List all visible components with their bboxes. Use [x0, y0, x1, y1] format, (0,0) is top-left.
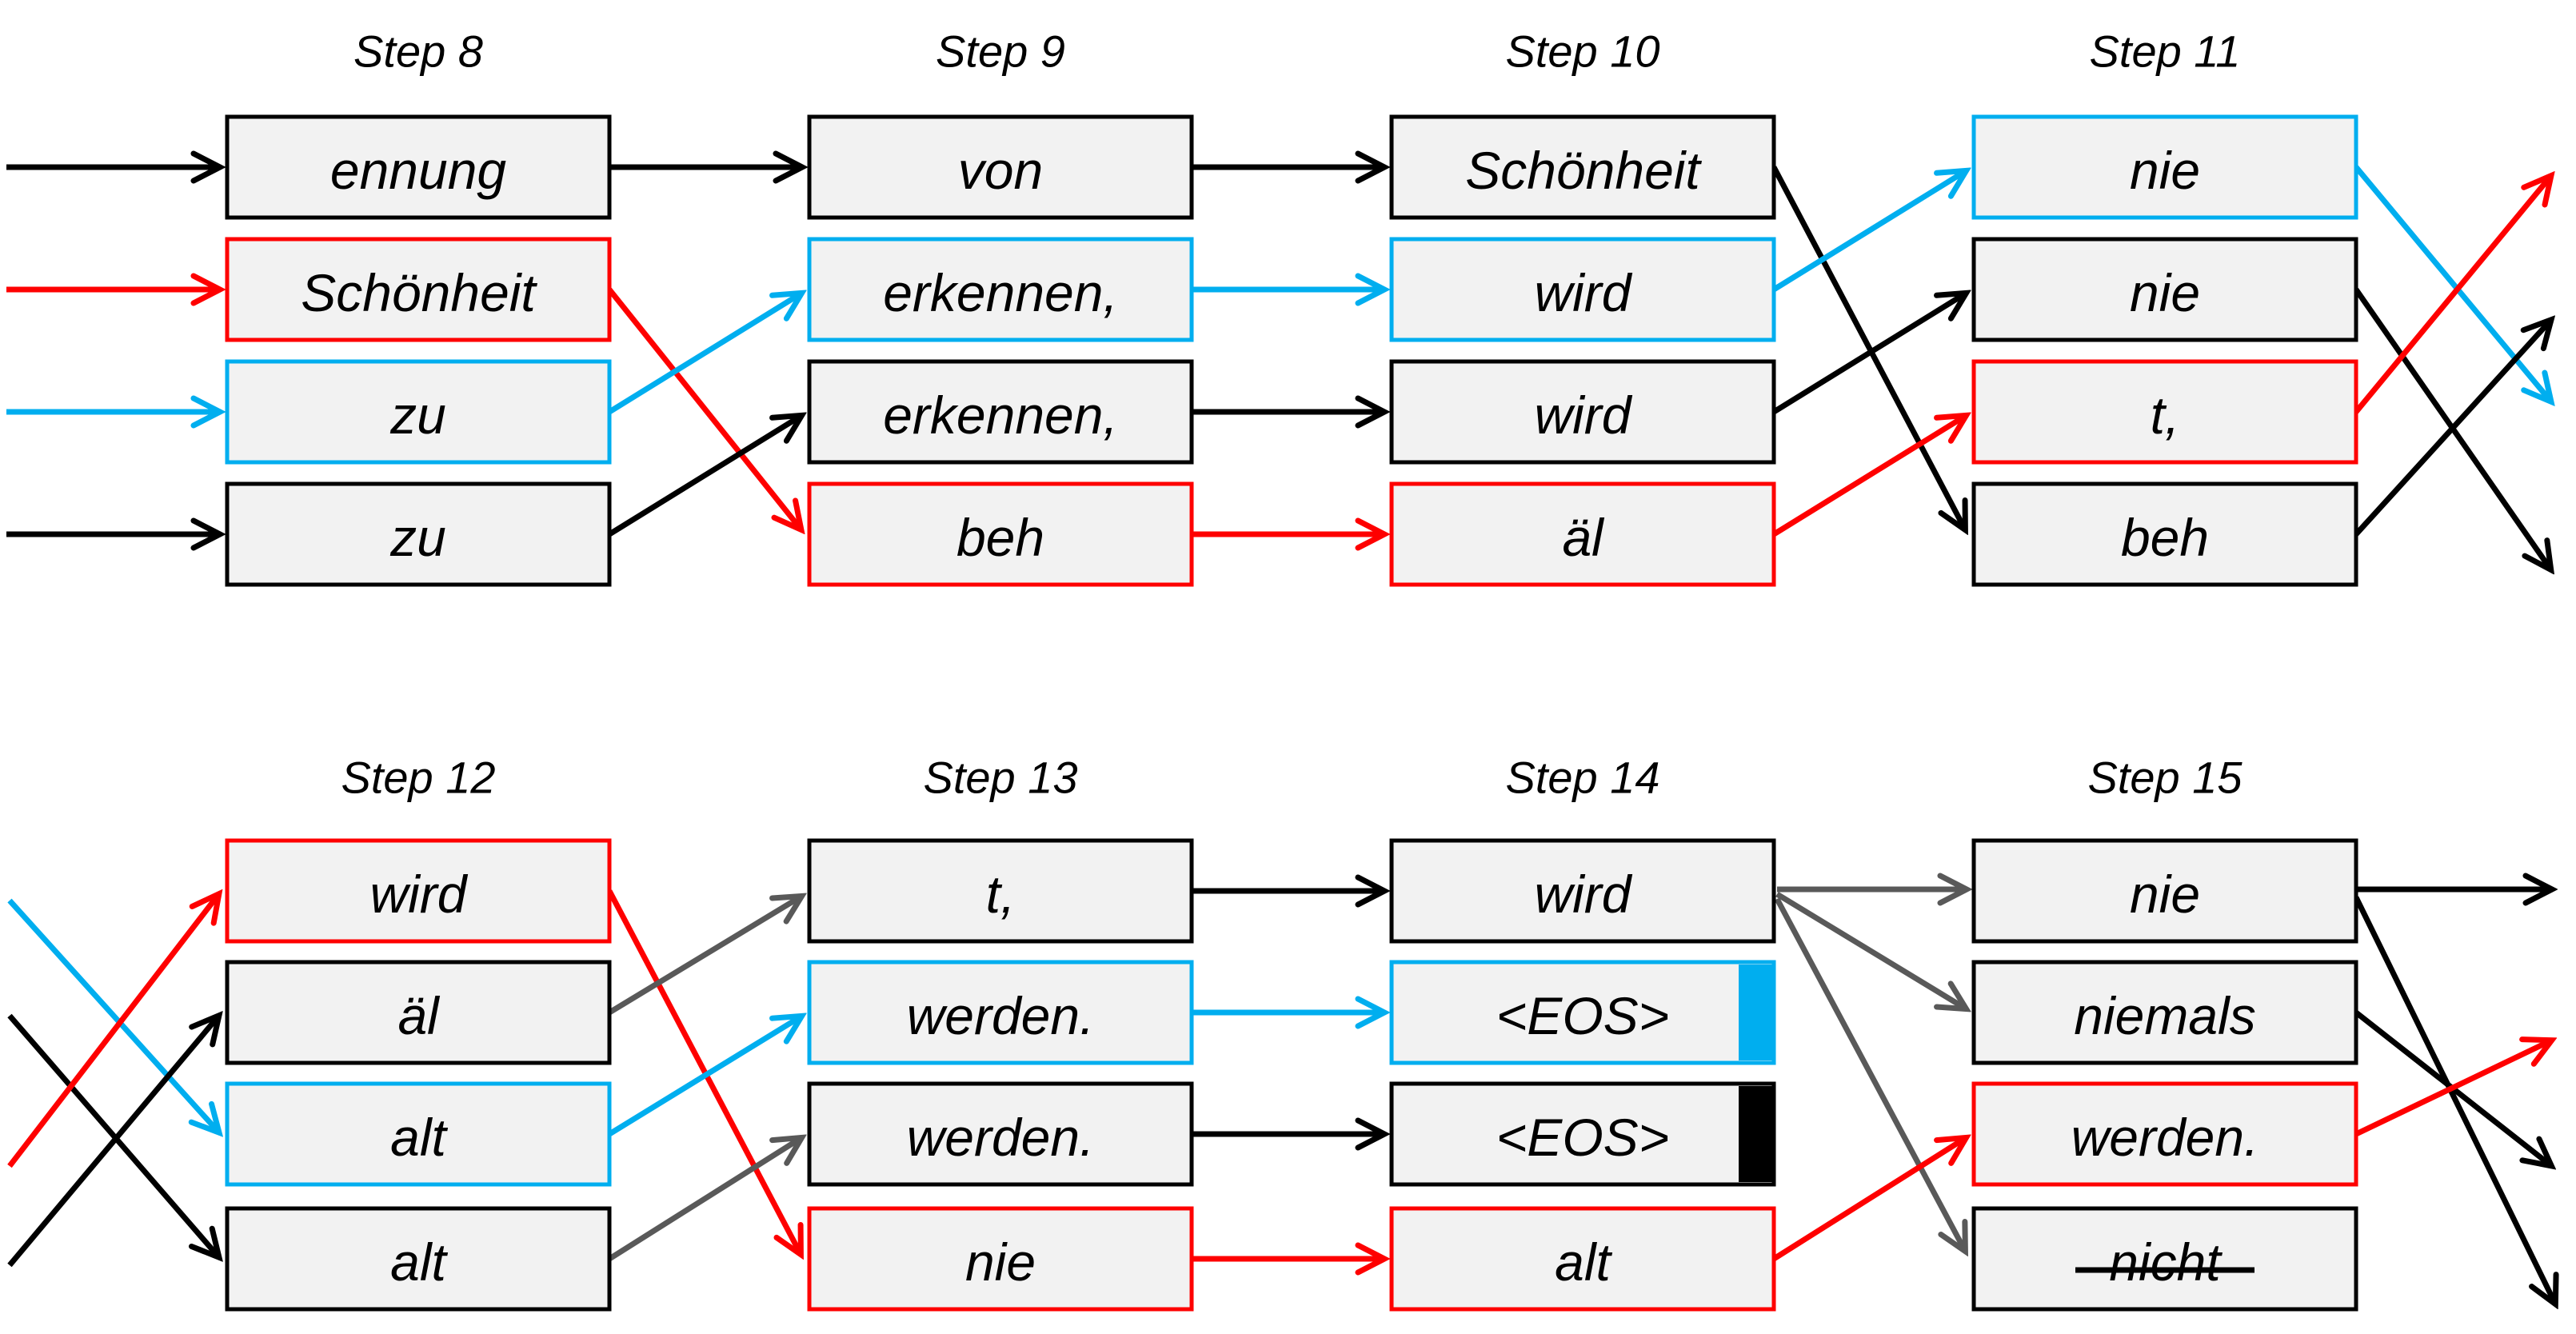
token-box: [1971, 481, 2358, 587]
token-text: erkennen,: [883, 385, 1118, 445]
token-text: Schönheit: [301, 263, 537, 322]
token-box: [807, 1081, 1194, 1187]
token-text: nie: [965, 1232, 1036, 1292]
flow-arrow: [7, 898, 218, 1131]
token-text: nie: [2130, 865, 2200, 924]
token-box: [1389, 481, 1776, 587]
token-text: niemals: [2074, 986, 2255, 1045]
token-text: erkennen,: [883, 263, 1118, 322]
eos-finished-bar: [1739, 1086, 1772, 1182]
token-box: [225, 359, 612, 465]
token-box: [807, 114, 1194, 220]
flow-arrow: [607, 287, 800, 528]
token-box: [1389, 960, 1776, 1065]
flow-arrow: [1772, 294, 1964, 414]
token-text: alt: [390, 1108, 448, 1167]
step-label: Step 10: [1505, 26, 1659, 77]
token-text: wird: [369, 865, 468, 924]
token-box: [1389, 838, 1776, 944]
token-box: [225, 481, 612, 587]
token-box: [225, 1206, 612, 1312]
token-text: beh: [2121, 508, 2209, 567]
step-label: Step 12: [341, 753, 495, 803]
token-text: wird: [1534, 263, 1632, 322]
flow-arrow: [608, 417, 800, 537]
token-text: nicht: [2109, 1232, 2223, 1292]
token-box: [225, 838, 612, 944]
token-box: [1971, 1206, 2358, 1312]
token-box: [1389, 359, 1776, 465]
token-text: äl: [1562, 508, 1605, 567]
token-text: nie: [2130, 141, 2200, 200]
token-text: <EOS>: [1496, 1108, 1669, 1167]
flow-arrow: [7, 1013, 218, 1256]
flow-arrow: [608, 897, 800, 1015]
step-label: Step 14: [1505, 753, 1659, 803]
token-text: werden.: [907, 986, 1095, 1045]
token-text: ennung: [330, 141, 507, 200]
step-label: Step 13: [923, 753, 1077, 803]
flow-arrow: [608, 1017, 800, 1136]
token-box: [1971, 237, 2358, 342]
token-box: [1389, 237, 1776, 342]
flow-arrow: [1772, 1139, 1964, 1261]
flow-arrow: [608, 294, 800, 414]
eos-finished-bar: [1739, 965, 1772, 1060]
token-box: [1971, 114, 2358, 220]
token-text: äl: [397, 986, 441, 1045]
flow-arrow: [7, 1017, 218, 1268]
token-box: [1389, 114, 1776, 220]
token-text: werden.: [907, 1108, 1095, 1167]
token-box: [225, 114, 612, 220]
token-text: wird: [1534, 385, 1632, 445]
token-box: [1389, 1206, 1776, 1312]
flow-arrow: [1772, 172, 1964, 292]
flow-arrow: [2353, 896, 2554, 1302]
token-box: [1971, 960, 2358, 1065]
token-text: wird: [1534, 865, 1632, 924]
flow-arrow: [606, 889, 800, 1252]
token-text: <EOS>: [1496, 986, 1669, 1045]
token-box: [1971, 359, 2358, 465]
token-text: alt: [1555, 1232, 1612, 1292]
token-text: Schönheit: [1465, 141, 1702, 200]
step-label: Step 8: [353, 26, 483, 77]
token-text: zu: [389, 385, 446, 445]
token-text: von: [958, 141, 1043, 200]
token-text: t,: [2151, 385, 2180, 445]
token-box: [225, 960, 612, 1065]
flow-arrow: [2354, 322, 2550, 537]
step-label: Step 9: [936, 26, 1065, 77]
flow-arrow: [7, 896, 218, 1168]
flow-arrow: [1775, 892, 1964, 1008]
flow-arrow: [1774, 897, 1964, 1249]
flow-arrow: [608, 1139, 800, 1261]
token-box: [1971, 1081, 2358, 1187]
token-box: [807, 1206, 1194, 1312]
step-label: Step 11: [2090, 26, 2241, 77]
token-box: [807, 359, 1194, 465]
token-box: [225, 237, 612, 342]
token-box: [807, 838, 1194, 944]
token-box: [807, 481, 1194, 587]
flow-arrow: [2354, 165, 2550, 400]
token-text: zu: [389, 508, 446, 567]
token-text: nie: [2130, 263, 2200, 322]
arrow-layer: [6, 167, 2554, 1302]
token-text: alt: [390, 1232, 448, 1292]
token-box: [1971, 838, 2358, 944]
flow-arrow: [1772, 417, 1964, 537]
flow-arrow: [2354, 178, 2550, 414]
token-text: werden.: [2071, 1108, 2259, 1167]
token-box: [807, 960, 1194, 1065]
token-text: beh: [957, 508, 1044, 567]
token-text: t,: [986, 865, 1016, 924]
flow-arrow: [2354, 1041, 2550, 1137]
flow-arrow: [1771, 166, 1964, 528]
token-box: [1389, 1081, 1776, 1187]
token-box: [807, 237, 1194, 342]
token-box: [225, 1081, 612, 1187]
step-label: Step 15: [2087, 753, 2243, 803]
